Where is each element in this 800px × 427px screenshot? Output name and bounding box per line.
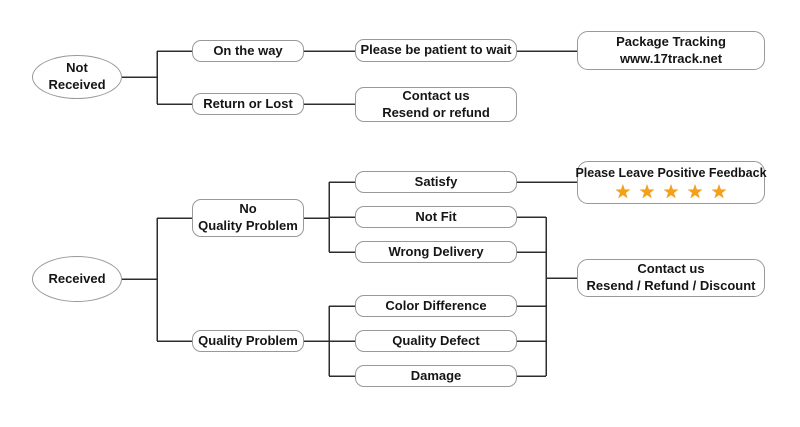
node-not-fit: Not Fit bbox=[355, 206, 517, 228]
node-label: Quality Defect bbox=[392, 332, 480, 348]
node-label: Wrong Delivery bbox=[388, 243, 484, 259]
node-label: Contact us Resend / Refund / Discount bbox=[586, 261, 756, 293]
node-color-difference: Color Difference bbox=[355, 295, 517, 317]
node-satisfy: Satisfy bbox=[355, 171, 517, 193]
node-label: Satisfy bbox=[414, 173, 458, 189]
node-label: Please Leave Positive Feedback bbox=[575, 166, 767, 181]
node-label: Damage bbox=[410, 367, 462, 383]
node-quality-defect: Quality Defect bbox=[355, 330, 517, 352]
node-label: Received bbox=[48, 270, 106, 286]
node-label: Contact us Resend or refund bbox=[382, 87, 490, 120]
node-no-quality-problem: No Quality Problem bbox=[192, 199, 304, 237]
node-label: Return or Lost bbox=[203, 95, 293, 111]
node-label: Please be patient to wait bbox=[360, 42, 512, 58]
node-label: On the way bbox=[213, 42, 283, 58]
node-wrong-delivery: Wrong Delivery bbox=[355, 241, 517, 263]
node-label: Color Difference bbox=[385, 297, 487, 313]
node-contact-resend-refund: Contact us Resend or refund bbox=[355, 87, 517, 122]
node-return-or-lost: Return or Lost bbox=[192, 93, 304, 115]
node-label: Not Fit bbox=[415, 208, 457, 224]
node-label: Not Received bbox=[48, 60, 106, 92]
five-star-rating-icon: ★★★★★ bbox=[614, 181, 735, 203]
node-package-tracking: Package Tracking www.17track.net bbox=[577, 31, 765, 70]
node-label: No Quality Problem bbox=[198, 201, 298, 233]
node-on-the-way: On the way bbox=[192, 40, 304, 62]
node-received: Received bbox=[32, 256, 122, 302]
node-contact-final: Contact us Resend / Refund / Discount bbox=[577, 259, 765, 297]
node-please-be-patient: Please be patient to wait bbox=[355, 39, 517, 62]
node-not-received: Not Received bbox=[32, 55, 122, 99]
node-label: Quality Problem bbox=[198, 332, 298, 348]
node-positive-feedback: Please Leave Positive Feedback ★★★★★ bbox=[575, 161, 767, 204]
node-quality-problem: Quality Problem bbox=[192, 330, 304, 352]
node-damage: Damage bbox=[355, 365, 517, 387]
node-label: Package Tracking www.17track.net bbox=[616, 33, 726, 66]
